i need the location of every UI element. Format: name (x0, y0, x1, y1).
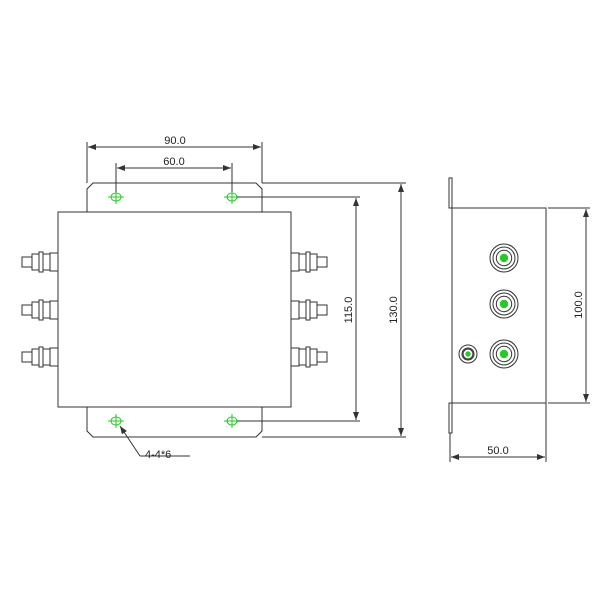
terminal-stud (290, 299, 328, 321)
hole-icon (108, 190, 124, 204)
side-view: 100.0 50.0 (448, 177, 590, 462)
terminal-stud (290, 251, 328, 273)
dimension-lines: 90.0 60.0 115.0 130.0 4-4*6 (86, 135, 406, 461)
terminal-stud (21, 346, 59, 368)
front-view (21, 182, 328, 438)
dim-width-outer: 90.0 (164, 135, 185, 147)
dim-total-height: 130.0 (388, 296, 400, 324)
right-terminals (290, 251, 328, 368)
terminal-stud (290, 346, 328, 368)
filter-body (57, 211, 292, 408)
terminal-end-icon (489, 243, 519, 273)
dim-hole-spacing: 60.0 (163, 156, 184, 168)
terminal-stud (21, 299, 59, 321)
left-terminals (21, 251, 59, 368)
mounting-holes (108, 190, 240, 428)
terminal-end-icon (458, 344, 478, 364)
hole-icon (108, 414, 124, 428)
terminal-end-icon (489, 339, 519, 369)
side-flange-top (448, 177, 453, 209)
dim-body-height: 115.0 (343, 297, 355, 324)
terminal-stud (21, 251, 59, 273)
side-flange-bottom (448, 402, 453, 434)
side-body (451, 207, 547, 404)
dim-side-height: 100.0 (573, 291, 585, 319)
terminal-end-icon (489, 289, 519, 319)
hole-spec-label: 4-4*6 (145, 449, 171, 461)
dim-depth: 50.0 (487, 445, 508, 457)
